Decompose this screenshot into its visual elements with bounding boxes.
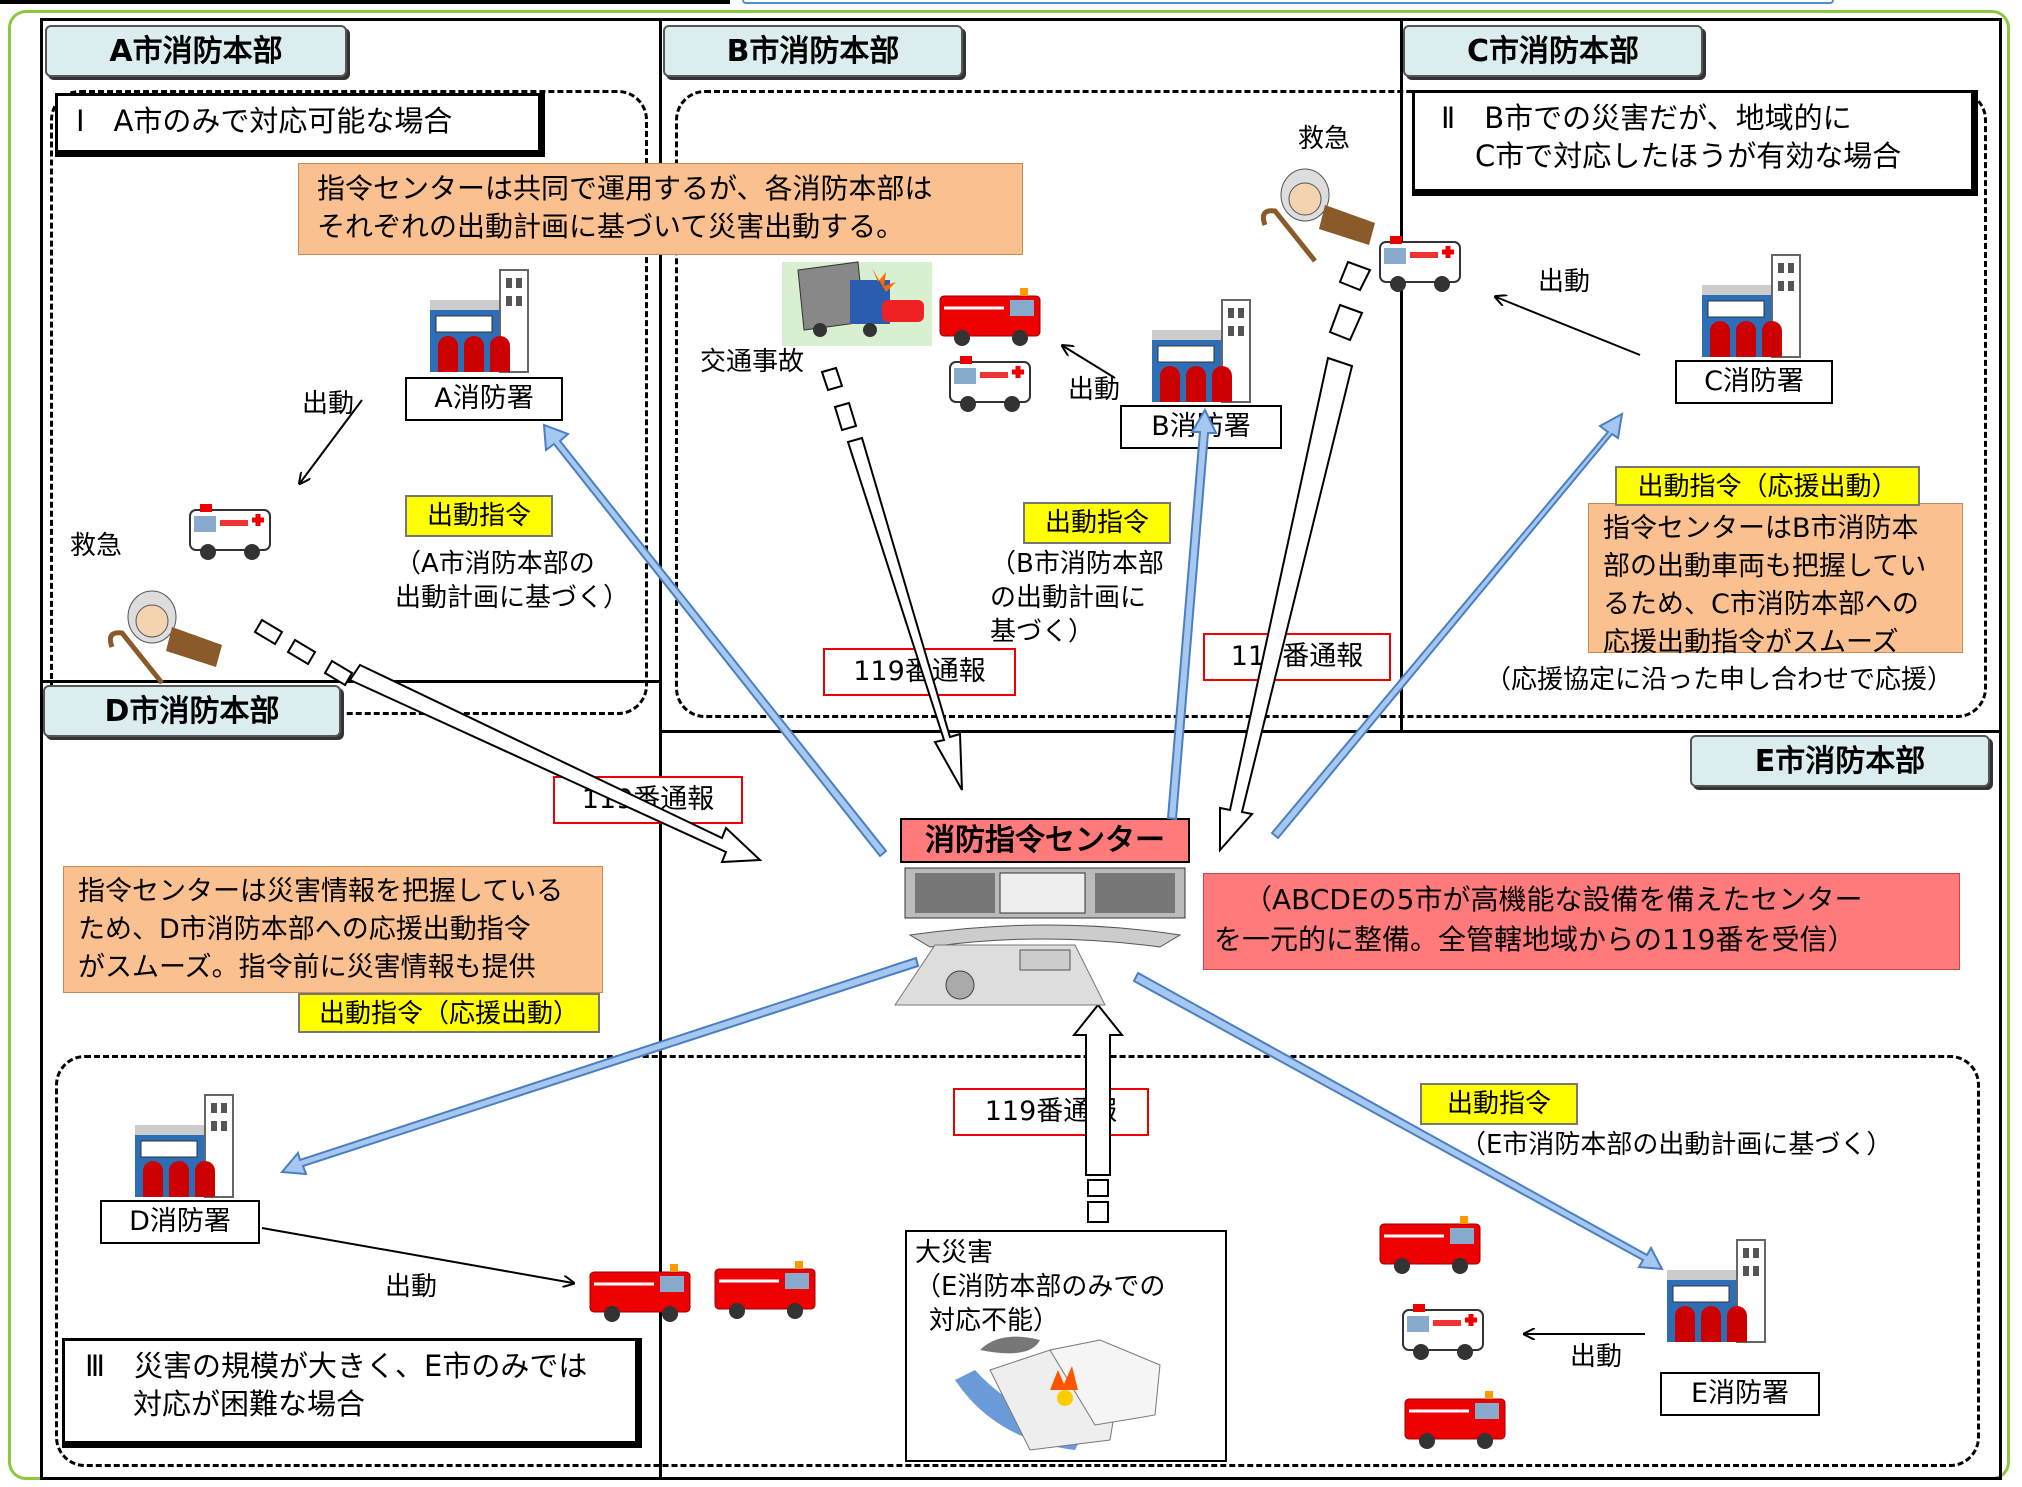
order-c-support: 出動指令（応援出動）: [1615, 466, 1920, 506]
scenario-two-line1: Ⅱ B市での災害だが、地域的に: [1441, 101, 1852, 135]
scenario-three-label: Ⅲ 災害の規模が大きく、E市のみでは 対応が困難な場合: [62, 1338, 642, 1448]
c-agreement-note: （応援協定に沿った申し合わせで応援）: [1485, 665, 1954, 695]
note-c-line4: 応援出動指令がスムーズ: [1603, 627, 1899, 658]
order-a-basis: （A市消防本部の 出動計画に基づく）: [395, 547, 635, 615]
hq-tab-d: D市消防本部: [43, 685, 341, 737]
scenario-one-region: [50, 90, 648, 715]
fire-truck-icon-b: [938, 286, 1042, 348]
patient-icon-a: [110, 591, 222, 683]
order-b: 出動指令: [1023, 502, 1171, 544]
note-d-support: 指令センターは災害情報を把握している ため、D市消防本部への応援出動指令 がスム…: [63, 866, 603, 993]
fire-station-icon-a: [429, 269, 529, 373]
disaster-line2: （E消防本部のみでの: [915, 1272, 1166, 1302]
note-c-line1: 指令センターはB市消防本: [1603, 513, 1919, 544]
fire-station-icon-e: [1666, 1239, 1766, 1343]
note-joint-line1: 指令センターは共同で運用するが、各消防本部は: [317, 172, 933, 205]
station-c: C消防署: [1675, 360, 1833, 404]
order-e: 出動指令: [1420, 1083, 1578, 1125]
station-e: E消防署: [1660, 1372, 1820, 1416]
accident-truck-icon: [782, 261, 932, 346]
order-a-basis-line1: （A市消防本部の: [395, 549, 595, 579]
note-joint-operation: 指令センターは共同で運用するが、各消防本部は それぞれの出動計画に基づいて災害出…: [298, 163, 1023, 255]
fire-truck-icon-e2: [1403, 1389, 1507, 1451]
label-emergency-a: 救急: [70, 531, 123, 561]
fire-truck-icon-d1: [588, 1262, 692, 1324]
ambulance-icon-b: [950, 356, 1030, 412]
section-e: [659, 730, 2002, 1480]
order-d-support: 出動指令（応援出動）: [298, 993, 600, 1033]
station-d: D消防署: [100, 1200, 260, 1244]
scenario-three-line2: 対応が困難な場合: [133, 1387, 366, 1421]
burning-town-icon: [955, 1336, 1161, 1451]
label-dispatch-d: 出動: [385, 1272, 438, 1302]
note-d-line1: 指令センターは災害情報を把握している: [78, 876, 564, 907]
hq-tab-c: C市消防本部: [1403, 25, 1703, 77]
note-c-support: 指令センターはB市消防本 部の出動車両も把握してい るため、C市消防本部への 応…: [1588, 503, 1963, 658]
station-a: A消防署: [405, 377, 563, 421]
label-traffic-accident: 交通事故: [700, 347, 805, 377]
fire-truck-icon-d2: [713, 1259, 817, 1321]
center-info-line2: を一元的に整備。全管轄地域からの119番を受信）: [1214, 923, 1856, 956]
scenario-three-line1: Ⅲ 災害の規模が大きく、E市のみでは: [85, 1349, 588, 1383]
note-c-line2: 部の出動車両も把握してい: [1603, 551, 1927, 582]
command-center-title: 消防指令センター: [900, 818, 1190, 863]
command-center-icon: [894, 867, 1186, 1006]
top-divider-left: [0, 0, 730, 4]
fire-station-icon-d: [134, 1094, 234, 1198]
order-b-basis-line3: 基づく）: [990, 617, 1095, 647]
order-e-basis: （E市消防本部の出動計画に基づく）: [1460, 1130, 1893, 1160]
note-c-line3: るため、C市消防本部への: [1603, 589, 1919, 620]
scenario-one-text: Ⅰ A市のみで対応可能な場合: [76, 104, 453, 138]
top-divider-right: [742, 0, 1834, 4]
scenario-two-line2: C市で対応したほうが有効な場合: [1475, 139, 1902, 173]
order-a-basis-line2: 出動計画に基づく）: [395, 583, 630, 613]
fire-station-icon-c: [1701, 254, 1801, 358]
fire-truck-icon-e1: [1378, 1214, 1482, 1276]
order-b-basis-line1: （B市消防本部: [990, 549, 1164, 579]
disaster-line3: 対応不能）: [929, 1306, 1060, 1336]
ambulance-icon-c: [1380, 236, 1460, 292]
label-dispatch-b: 出動: [1068, 375, 1121, 405]
ambulance-icon-e: [1403, 1304, 1483, 1360]
fire-station-icon-b: [1151, 299, 1251, 403]
ambulance-icon-a: [190, 504, 270, 560]
report-box-c: 119番通報: [1203, 633, 1391, 681]
scenario-two-region: [675, 90, 1987, 718]
label-dispatch-a: 出動: [302, 389, 355, 419]
order-a: 出動指令: [405, 495, 553, 537]
note-joint-line2: それぞれの出動計画に基づいて災害出動する。: [317, 210, 905, 243]
hq-tab-e: E市消防本部: [1690, 735, 1990, 787]
scenario-three-region: [55, 1055, 1980, 1467]
scenario-two-label: Ⅱ B市での災害だが、地域的に C市で対応したほうが有効な場合: [1412, 90, 1978, 196]
patient-icon-c: [1263, 169, 1375, 261]
hq-tab-b: B市消防本部: [663, 25, 963, 77]
hq-tab-a: A市消防本部: [45, 25, 347, 77]
label-dispatch-c: 出動: [1538, 267, 1591, 297]
disaster-line1: 大災害: [915, 1238, 994, 1268]
order-b-basis: （B市消防本部 の出動計画に 基づく）: [990, 547, 1190, 649]
scenario-one-label: Ⅰ A市のみで対応可能な場合: [55, 93, 545, 157]
center-info-box: （ABCDEの5市が高機能な設備を備えたセンター を一元的に整備。全管轄地域から…: [1203, 873, 1960, 970]
note-d-line2: ため、D市消防本部への応援出動指令: [78, 914, 531, 945]
note-d-line3: がスムーズ。指令前に災害情報も提供: [78, 952, 536, 983]
order-b-basis-line2: の出動計画に: [990, 583, 1147, 613]
label-emergency-c: 救急: [1298, 124, 1351, 154]
label-dispatch-e: 出動: [1570, 1342, 1623, 1372]
center-info-line1: （ABCDEの5市が高機能な設備を備えたセンター: [1244, 883, 1863, 916]
